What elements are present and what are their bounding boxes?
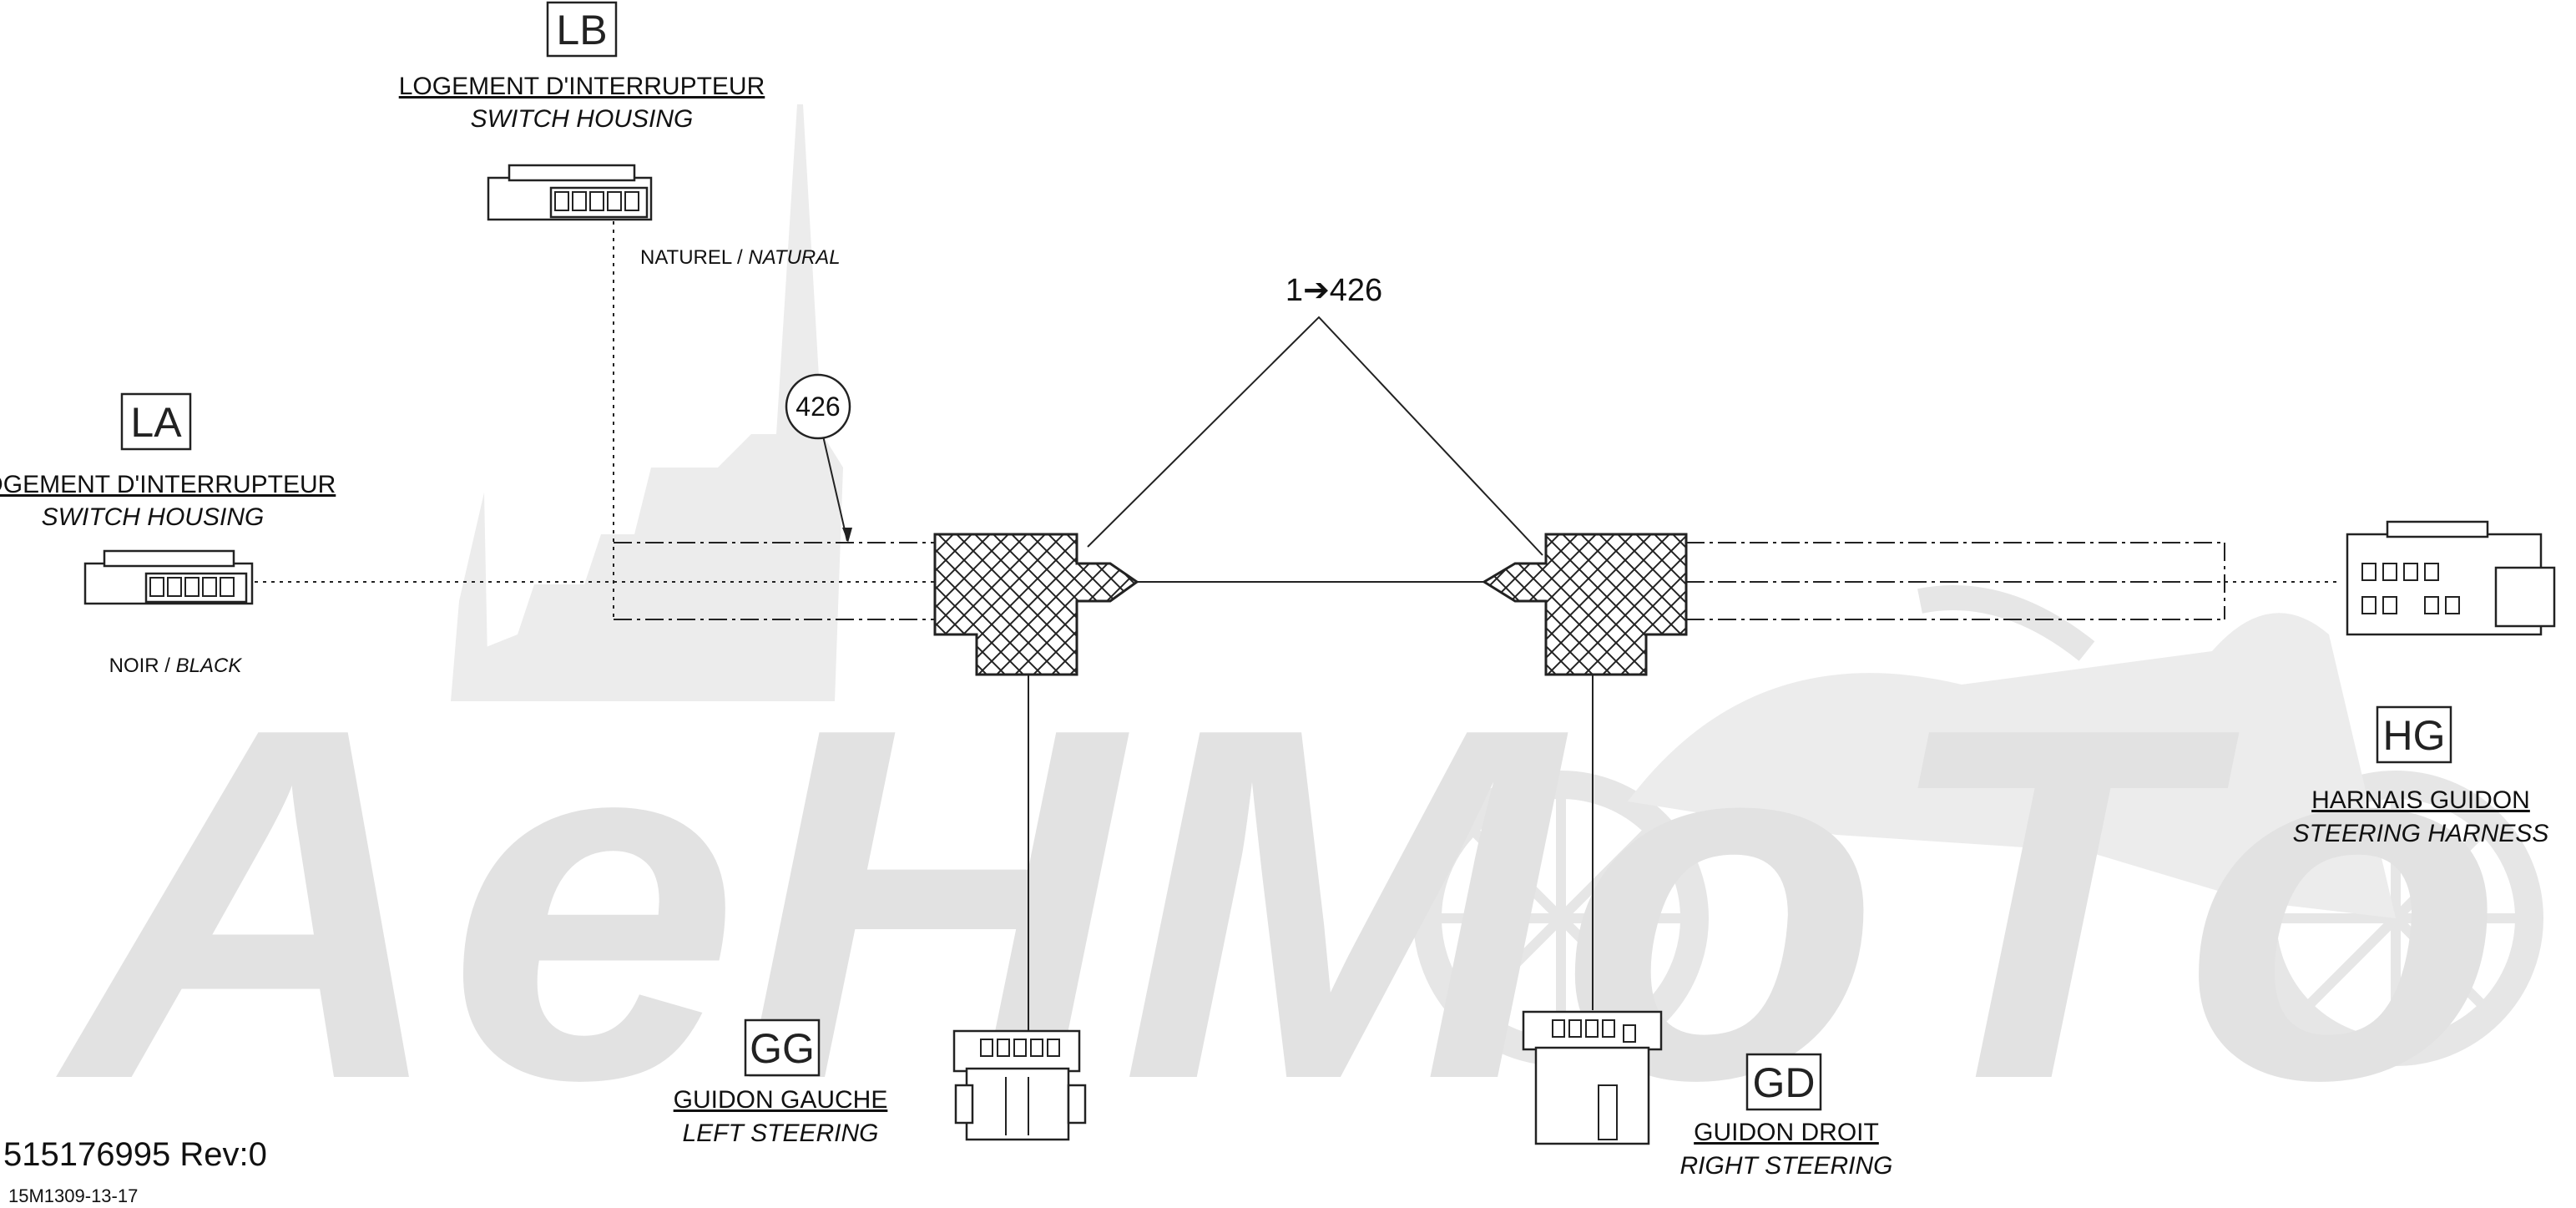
connector-label-en: STEERING HARNESS	[2293, 820, 2549, 847]
splice-right	[1482, 533, 1688, 676]
connector-code-box	[546, 1, 618, 58]
connector-code-box	[120, 392, 192, 451]
watermark-motorcycle-icon	[1413, 585, 2543, 1066]
part-number: 515176995 Rev:0	[3, 1136, 267, 1173]
left-steering-connector-icon	[952, 1029, 1087, 1141]
connector-label-fr: GUIDON DROIT	[1694, 1119, 1879, 1146]
connector-la[interactable]: LA LOGEMENT D'INTERRUPTEUR SWITCH HOUSIN…	[0, 392, 336, 677]
connector-label-fr: HARNAIS GUIDON	[2311, 786, 2530, 814]
range-label: 1➔426	[1285, 273, 1382, 308]
connector-gd[interactable]: GD GUIDON DROIT RIGHT STEERING	[1522, 1010, 1893, 1180]
connector-gg[interactable]: GG GUIDON GAUCHE LEFT STEERING	[674, 1018, 1087, 1147]
connector-code: HG	[2383, 712, 2446, 759]
connector-code-box	[2376, 705, 2452, 764]
circle-label: 426	[796, 392, 840, 422]
splice-left	[933, 533, 1139, 676]
connector-lb[interactable]: LB LOGEMENT D'INTERRUPTEUR SWITCH HOUSIN…	[399, 1, 841, 269]
connector-code: GG	[750, 1025, 815, 1072]
connector-label-en: SWITCH HOUSING	[42, 503, 265, 531]
connector-code-box	[1745, 1053, 1822, 1111]
connector-code: GD	[1753, 1059, 1816, 1106]
connector-label-fr: GUIDON GAUCHE	[674, 1086, 888, 1114]
connector-code-box	[744, 1018, 821, 1077]
connector-label-en: LEFT STEERING	[682, 1120, 878, 1147]
watermark: AeHMoTo	[50, 104, 2543, 1184]
circle-callout: 426	[785, 373, 851, 440]
drawing-code: 15M1309-13-17	[8, 1185, 138, 1206]
connector-label-en: RIGHT STEERING	[1679, 1152, 1892, 1180]
watermark-text: AeHMoTo	[50, 624, 2504, 1184]
connector-label-fr: LOGEMENT D'INTERRUPTEUR	[0, 471, 336, 498]
range-callout-lines	[1087, 316, 1543, 556]
connector-hg[interactable]: HG HARNAIS GUIDON STEERING HARNESS	[2293, 520, 2556, 847]
connector-color: NATUREL / NATURAL	[640, 246, 841, 269]
right-steering-connector-icon	[1522, 1010, 1663, 1145]
watermark-castle-icon	[467, 104, 843, 701]
connector-code: LB	[556, 7, 607, 53]
connector-color: NOIR / BLACK	[109, 655, 243, 677]
switch-housing-connector-icon	[487, 164, 653, 221]
switch-housing-connector-icon	[83, 549, 254, 605]
connector-code: LA	[130, 399, 182, 446]
wiring-lines	[255, 221, 2341, 1035]
steering-harness-connector-icon	[2346, 520, 2556, 636]
connector-label-en: SWITCH HOUSING	[471, 105, 694, 133]
connector-label-fr: LOGEMENT D'INTERRUPTEUR	[399, 73, 765, 100]
